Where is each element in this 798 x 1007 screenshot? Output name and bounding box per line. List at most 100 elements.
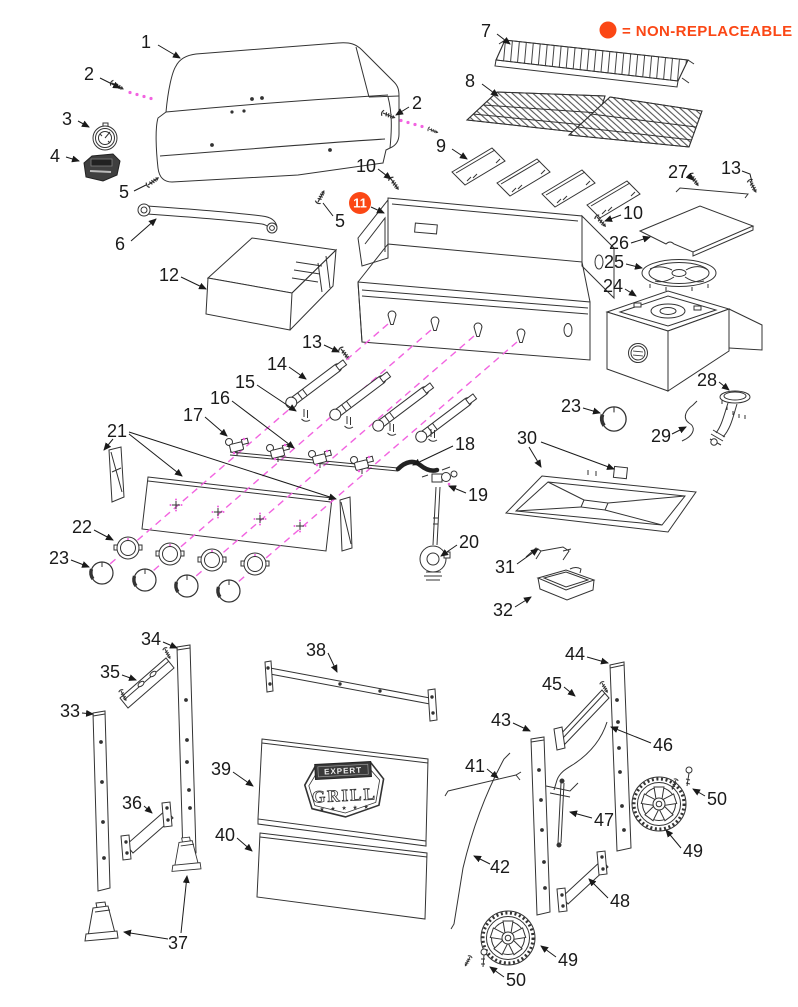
part-label-34: 34 bbox=[141, 629, 161, 649]
lid-handle-drawing bbox=[137, 203, 278, 234]
side-burner-rod-drawing bbox=[675, 187, 749, 199]
part-label-49: 49 bbox=[558, 950, 578, 970]
leader-line-23 bbox=[582, 407, 601, 415]
leader-line-19 bbox=[448, 485, 467, 494]
part-label-5: 5 bbox=[119, 182, 129, 202]
bezels-drawing bbox=[113, 536, 270, 576]
grease-cup-drawing bbox=[536, 567, 596, 601]
part-label-2: 2 bbox=[84, 64, 94, 84]
leader-line-18 bbox=[412, 445, 454, 466]
part-label-5: 5 bbox=[335, 211, 345, 231]
part-label-18: 18 bbox=[455, 434, 475, 454]
part-label-49: 49 bbox=[683, 841, 703, 861]
leader-line-17 bbox=[204, 416, 228, 437]
brand-stars: ★ ★ ★ ★ ★ bbox=[319, 804, 371, 814]
part-label-20: 20 bbox=[459, 532, 479, 552]
leader-line-42 bbox=[473, 855, 491, 865]
temperature-gauge-icon bbox=[92, 122, 118, 151]
cooking-grates-drawing bbox=[465, 91, 703, 148]
leader-line-26 bbox=[630, 235, 651, 244]
lid-drawing bbox=[155, 42, 400, 183]
part-label-31: 31 bbox=[495, 557, 515, 577]
part-label-3: 3 bbox=[62, 109, 72, 129]
long-rod-drawing bbox=[450, 752, 511, 930]
leader-line-47 bbox=[569, 810, 593, 819]
leader-line-12 bbox=[180, 276, 207, 290]
leader-line-9 bbox=[451, 148, 468, 160]
leader-line-48 bbox=[588, 878, 609, 899]
part-label-27: 27 bbox=[668, 162, 688, 182]
side-burner-lid-drawing bbox=[638, 205, 755, 257]
part-label-7: 7 bbox=[481, 21, 491, 41]
part-label-44: 44 bbox=[565, 644, 585, 664]
legend: = NON-REPLACEABLE bbox=[599, 21, 793, 40]
part-label-13: 13 bbox=[302, 332, 322, 352]
leader-line-30 bbox=[540, 441, 615, 470]
leader-line-21 bbox=[103, 438, 114, 451]
leader-line-22 bbox=[93, 529, 114, 541]
leader-line-4 bbox=[65, 155, 80, 163]
part-label-41: 41 bbox=[465, 756, 485, 776]
leader-line-29 bbox=[671, 426, 687, 435]
panel-screw-marks bbox=[169, 498, 307, 533]
leg-brackets-drawing bbox=[119, 657, 610, 913]
side-burner-knob-drawing bbox=[599, 405, 628, 433]
part-label-21: 21 bbox=[107, 421, 127, 441]
part-label-23: 23 bbox=[49, 548, 69, 568]
legend-label: = NON-REPLACEABLE bbox=[622, 23, 793, 40]
leader-line-38 bbox=[327, 652, 338, 673]
cart-legs-drawing bbox=[92, 644, 632, 916]
leader-line-39 bbox=[232, 771, 254, 787]
part-label-9: 9 bbox=[436, 136, 446, 156]
lower-panel-drawing bbox=[256, 832, 428, 920]
leader-line-8 bbox=[481, 83, 499, 97]
brand-name-label: GRILL bbox=[312, 784, 378, 806]
part-label-17: 17 bbox=[183, 405, 203, 425]
leader-line-35 bbox=[121, 674, 137, 681]
leader-line-32 bbox=[514, 596, 532, 608]
part-label-47: 47 bbox=[594, 810, 614, 830]
part-label-8: 8 bbox=[465, 71, 475, 91]
grease-tray-drawing bbox=[504, 465, 697, 533]
leader-line-15 bbox=[256, 384, 297, 412]
leader-line-5 bbox=[322, 202, 334, 217]
part-label-25: 25 bbox=[604, 252, 624, 272]
leader-line-37 bbox=[180, 875, 190, 934]
part-label-2: 2 bbox=[412, 93, 422, 113]
part-label-15: 15 bbox=[235, 372, 255, 392]
side-burner-trivet-drawing bbox=[641, 259, 717, 291]
part-label-40: 40 bbox=[215, 825, 235, 845]
part-label-48: 48 bbox=[610, 891, 630, 911]
control-panel-drawing bbox=[108, 446, 353, 552]
firebox-drawing bbox=[357, 197, 615, 361]
leader-line-44 bbox=[586, 656, 609, 665]
leader-line-50 bbox=[489, 966, 505, 978]
part-label-6: 6 bbox=[115, 234, 125, 254]
part-label-35: 35 bbox=[100, 662, 120, 682]
leader-line-49 bbox=[540, 945, 557, 958]
leader-line-34 bbox=[162, 641, 178, 649]
leader-line-40 bbox=[236, 837, 253, 852]
leader-line-21 bbox=[128, 431, 337, 501]
lid-screws-drawing bbox=[108, 79, 760, 363]
part-label-19: 19 bbox=[468, 485, 488, 505]
part-label-10: 10 bbox=[356, 156, 376, 176]
highlight-badge-11 bbox=[349, 192, 371, 214]
brand-banner-label: EXPERT bbox=[324, 766, 362, 777]
part-label-32: 32 bbox=[493, 600, 513, 620]
door-logo: EXPERT GRILL ★ ★ ★ ★ ★ bbox=[303, 761, 385, 818]
leader-line-25 bbox=[625, 262, 643, 270]
leader-line-6 bbox=[130, 218, 157, 242]
part-label-46: 46 bbox=[653, 735, 673, 755]
part-label-30: 30 bbox=[517, 428, 537, 448]
leader-line-13 bbox=[323, 344, 340, 353]
leader-line-33 bbox=[81, 709, 94, 717]
leader-line-43 bbox=[512, 722, 531, 732]
leader-line-16 bbox=[231, 400, 295, 449]
part-label-4: 4 bbox=[50, 146, 60, 166]
axle-rod-drawing bbox=[556, 778, 565, 848]
part-label-1: 1 bbox=[141, 32, 151, 52]
leader-line-41 bbox=[486, 768, 499, 779]
leader-line-11 bbox=[370, 206, 385, 214]
